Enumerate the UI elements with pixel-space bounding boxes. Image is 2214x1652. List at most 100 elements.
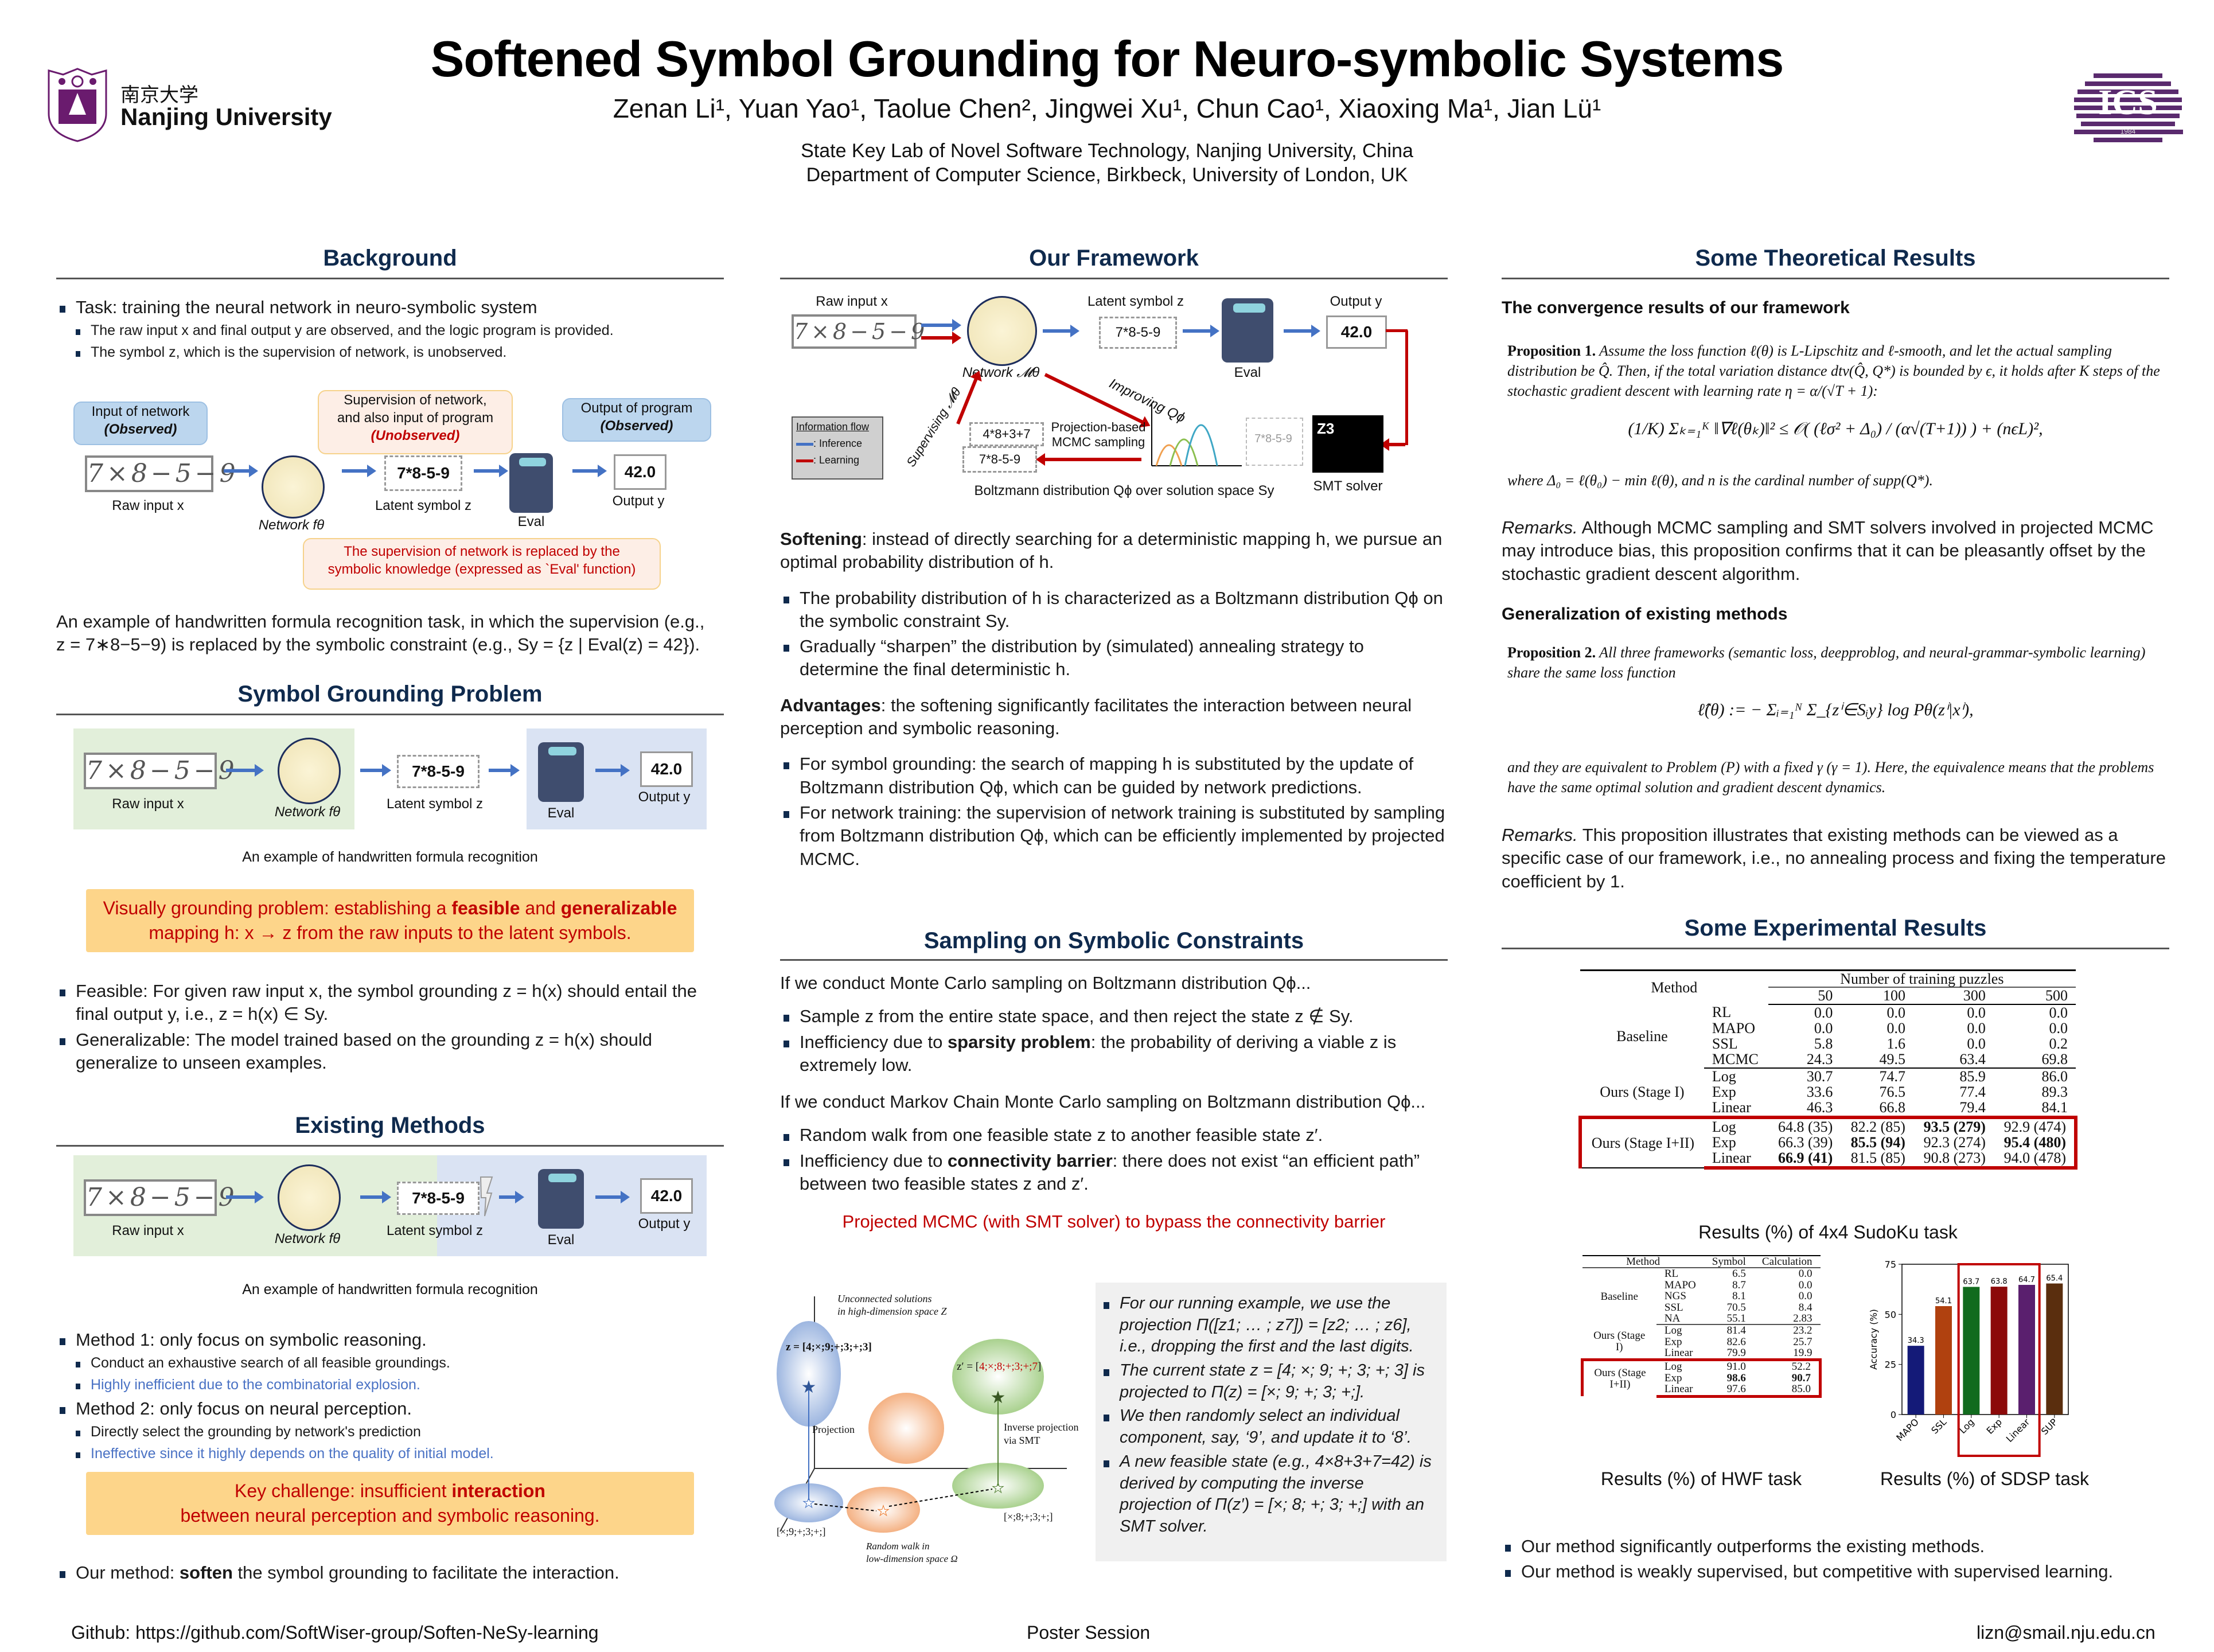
remark2-text: This proposition illustrates that existi…: [1502, 825, 2166, 891]
method-cell: SSL: [1712, 1035, 1738, 1053]
latent-symbol-label: Latent symbol z: [386, 1223, 484, 1238]
sgp-heading: Symbol Grounding Problem: [237, 681, 543, 707]
sample-box-2: 7*8-5-9: [962, 446, 1037, 473]
arrow-icon: [489, 764, 520, 777]
boltzmann-label: Boltzmann distribution Qϕ over solution …: [974, 483, 1274, 498]
bubble-supervision: Supervision of network, and also input o…: [318, 390, 513, 454]
arrow-icon: [499, 1191, 524, 1203]
column-header: Symbol: [1704, 1256, 1754, 1269]
output-label: Output y: [612, 493, 665, 509]
hwf-caption: Results (%) of HWF task: [1600, 1468, 1802, 1489]
existing-caption: An example of handwritten formula recogn…: [242, 1281, 538, 1298]
fw-calculator-icon: [1222, 298, 1273, 363]
value-cell: 85.0: [1753, 1384, 1822, 1398]
learning-arrow-icon: [1388, 443, 1405, 446]
output-box: 42.0: [614, 454, 666, 490]
ics-logo: ICS 1984: [2071, 68, 2185, 148]
method-cell: Linear: [1664, 1347, 1693, 1359]
github-link[interactable]: Github: https://github.com/SoftWiser-gro…: [71, 1622, 599, 1643]
legend-inference: : Inference: [813, 438, 863, 449]
fw-handwriting-image: 7×8−5−9: [792, 314, 925, 349]
bubble-sup-obs: (Unobserved): [371, 428, 460, 444]
neural-network-icon: [278, 738, 341, 804]
output-box: 42.0: [640, 1178, 693, 1214]
ours-suffix: the symbol grounding to facilitate the i…: [232, 1563, 619, 1583]
sampling-rule: [780, 959, 1448, 961]
remark1-label: Remarks.: [1502, 517, 1578, 537]
sgp-diagram: 7×8−5−9 Raw input x Network fθ 7*8-5-9 L…: [73, 728, 707, 829]
ics-emblem-icon: [2074, 73, 2183, 142]
zprime-prefix: z′ = [: [957, 1361, 980, 1373]
network-label: Network fθ: [258, 517, 325, 533]
value-cell: 0.0: [1798, 1268, 1812, 1280]
mcmc-bullet: Inefficiency due to connectivity barrier…: [780, 1150, 1448, 1196]
explain-bullet: For our running example, we use the proj…: [1100, 1293, 1437, 1358]
legend-red-arrow-icon: [796, 459, 813, 462]
arrow-icon: [595, 764, 630, 777]
sgp-rule: [56, 714, 724, 715]
softening-bullet: The probability distribution of h is cha…: [780, 587, 1448, 633]
remark-1: Remarks. Although MCMC sampling and SMT …: [1502, 516, 2169, 586]
learning-line: [1405, 330, 1408, 445]
value-cell: 76.5: [1879, 1084, 1905, 1101]
prop2-label: Proposition 2.: [1507, 644, 1596, 661]
data-label: 63.8: [1991, 1277, 2008, 1286]
framework-diagram: Raw input x 7×8−5−9 Network 𝓜θ Latent sy…: [780, 287, 1448, 516]
value-cell: 8.7: [1732, 1279, 1746, 1291]
value-cell: 95.4 (480): [1993, 1135, 2078, 1150]
framework-heading: Our Framework: [1029, 246, 1199, 271]
fw-neural-network-icon: [967, 296, 1037, 366]
sgp-callout: Visually grounding problem: establishing…: [86, 889, 694, 953]
task-bullet: Task: training the neural network in neu…: [56, 296, 724, 319]
advantages-label: Advantages: [780, 695, 881, 715]
svg-text:★: ★: [802, 1496, 815, 1511]
svg-text:★: ★: [877, 1504, 890, 1519]
eval-label: Eval: [547, 1232, 575, 1248]
prop2-after: and they are equivalent to Problem (P) w…: [1507, 759, 2154, 796]
value-cell: 1.6: [1886, 1035, 1905, 1053]
email-link[interactable]: lizn@smail.nju.edu.cn: [1977, 1622, 2155, 1643]
value-cell: 79.9: [1726, 1347, 1746, 1359]
arrow-icon: [572, 465, 607, 477]
learning-arrow-icon: [921, 332, 961, 344]
bubble-input-label: Input of network: [91, 404, 190, 419]
background-task: Task: training the neural network in neu…: [56, 294, 724, 365]
data-label: 63.7: [1963, 1277, 1979, 1286]
projection-explanation-box: For our running example, we use the proj…: [1096, 1283, 1447, 1561]
method-cell: Linear: [1656, 1384, 1704, 1398]
mcmc-b2-post: : there does not exist “an efficient pat…: [800, 1150, 1420, 1194]
value-cell: 24.3: [1768, 1051, 1841, 1069]
data-label: 64.7: [2018, 1276, 2035, 1284]
latent-symbol-label: Latent symbol z: [375, 498, 472, 513]
unconnected-label-2: in high-dimension space Z: [837, 1306, 947, 1317]
z3-smt-solver-icon: Z3: [1312, 415, 1383, 473]
zprime-suffix: ]: [1037, 1361, 1042, 1373]
arrow-icon: [226, 764, 264, 777]
bar-exp: [1990, 1287, 2008, 1415]
table-row: MAPO 8.7 0.0: [1582, 1279, 1821, 1291]
prop1-label: Proposition 1.: [1507, 342, 1596, 359]
value-cell: 0.0: [1798, 1279, 1812, 1291]
softening-block: Softening: instead of directly searching…: [780, 528, 1448, 873]
softening-text: : instead of directly searching for a de…: [780, 529, 1443, 572]
poster-session-label: Poster Session: [1027, 1622, 1151, 1643]
affiliation-2: Department of Computer Science, Birkbeck…: [806, 164, 1408, 186]
neural-network-icon: [262, 455, 325, 519]
method-cell: MAPO: [1664, 1279, 1696, 1291]
method-cell: Exp: [1664, 1372, 1682, 1384]
advantages-bullet: For network training: the supervision of…: [780, 801, 1448, 871]
group-label: Baseline: [1616, 1027, 1668, 1045]
y-axis-label: Accuracy (%): [1868, 1309, 1879, 1370]
value-cell: 82.2 (85): [1841, 1115, 1913, 1135]
arrow-icon: [224, 465, 258, 477]
existing-heading: Existing Methods: [295, 1113, 485, 1138]
inference-arrow-icon: [1043, 325, 1079, 337]
generalization-title: Generalization of existing methods: [1502, 605, 1788, 624]
theory-rule: [1502, 278, 2169, 279]
arrow-icon: [226, 1191, 264, 1203]
bar-mapo: [1907, 1346, 1924, 1415]
